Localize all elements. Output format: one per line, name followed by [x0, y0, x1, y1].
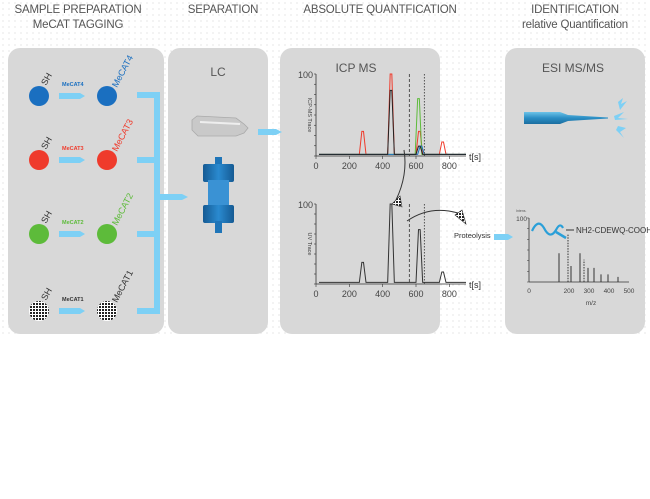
thiol-sh-label-3: SH — [39, 209, 54, 225]
tagged-protein-4 — [97, 301, 117, 321]
reagent-label-3: MeCAT2 — [62, 220, 84, 226]
tagging-arrow-4 — [59, 308, 85, 314]
header-sample-prep: SAMPLE PREPARATION MeCAT TAGGING — [8, 3, 148, 33]
tagged-label-4: MeCAT1 — [110, 268, 135, 303]
tagging-arrow-3 — [59, 231, 85, 237]
y-max-label: 100 — [298, 70, 313, 80]
x-tick-label: 200 — [342, 161, 357, 171]
tagged-label-3: MeCAT2 — [110, 191, 135, 226]
bracket-arrow-to-lc — [160, 194, 188, 200]
x-tick-label: 0 — [313, 161, 318, 171]
peptide-tag-icon — [555, 230, 567, 240]
arrow-head-uv-to-proteolysis — [454, 209, 467, 225]
ms-y-axis-label: Intens. — [516, 209, 527, 213]
panel-identification — [505, 48, 645, 334]
lc-label: LC — [210, 65, 226, 79]
thiol-protein-3 — [29, 224, 49, 244]
tagged-protein-2 — [97, 150, 117, 170]
y-axis-label: UV Trace — [306, 233, 312, 256]
x-unit-label: t[s] — [469, 280, 481, 290]
x-tick-label: 200 — [342, 289, 357, 299]
x-tick-label: 600 — [408, 289, 423, 299]
x-tick-label: 400 — [375, 161, 390, 171]
arrow-icp-to-uv — [395, 149, 406, 201]
ms-x-tick-label: 0 — [527, 288, 531, 295]
thiol-sh-label-4: SH — [39, 286, 54, 302]
lc-column-icon — [203, 157, 234, 233]
ms-x-tick-label: 300 — [584, 288, 595, 295]
x-tick-label: 400 — [375, 289, 390, 299]
tagged-label-2: MeCAT3 — [110, 117, 135, 152]
ms-x-axis-label: m/z — [586, 300, 596, 307]
tagged-protein-3 — [97, 224, 117, 244]
x-unit-label: t[s] — [469, 152, 481, 162]
icp-ms-chart: 100 0 200 400 600 800 t[s] ICP-MS Trace — [298, 70, 481, 171]
trace-mecat4 — [319, 145, 466, 155]
tagged-protein-1 — [97, 86, 117, 106]
icp-ms-label: ICP MS — [335, 61, 376, 75]
peptide-chain-icon — [531, 222, 564, 236]
ms-x-tick-label: 500 — [624, 288, 635, 295]
reagent-label-2: MeCAT3 — [62, 146, 84, 152]
header-identification: IDENTIFICATION relative Quantification — [500, 3, 650, 33]
proteolysis-label: Proteolysis — [454, 231, 491, 240]
arrow-lc-to-icp — [258, 129, 282, 135]
esi-msms-label: ESI MS/MS — [542, 61, 604, 75]
msms-spectrum-chart: Intens. 100 0 200 300 400 500 m/z — [516, 209, 635, 307]
header-identification-line2: relative Quantification — [522, 19, 628, 31]
panel-absolute-quant — [280, 48, 440, 334]
reagent-label-1: MeCAT4 — [62, 82, 85, 88]
peptide-sequence: NH2-CDEWQ-COOH — [576, 226, 650, 235]
thiol-protein-4 — [29, 301, 49, 321]
header-identification-line1: IDENTIFICATION — [531, 4, 619, 16]
tagging-arrow-2 — [59, 157, 85, 163]
ms-y-max-label: 100 — [516, 216, 527, 223]
x-tick-label: 800 — [442, 289, 457, 299]
tagging-arrow-1 — [59, 93, 85, 99]
header-absolute-quant: ABSOLUTE QUANTFICATION — [303, 4, 457, 16]
y-max-label: 100 — [298, 200, 313, 210]
arrow-proteolysis-to-msms — [494, 234, 513, 240]
thiol-sh-label-2: SH — [39, 135, 54, 151]
lc-precolumn-icon — [191, 115, 249, 137]
thiol-protein-2 — [29, 150, 49, 170]
header-sample-prep-line2: MeCAT TAGGING — [32, 19, 124, 31]
ms-x-tick-label: 200 — [564, 288, 575, 295]
ms-x-tick-label: 400 — [604, 288, 615, 295]
reagent-label-4: MeCAT1 — [62, 297, 84, 303]
y-axis-label: ICP-MS Trace — [306, 98, 312, 133]
x-tick-label: 600 — [408, 161, 423, 171]
collector-bracket — [137, 92, 188, 314]
header-separation: SEPARATION — [187, 4, 259, 16]
thiol-protein-1 — [29, 86, 49, 106]
arrow-head-icp-to-uv — [391, 195, 403, 208]
arrow-uv-to-proteolysis — [406, 209, 459, 222]
uv-trace-chart: 100 0 200 400 600 800 t[s] UV Trace — [298, 200, 481, 299]
thiol-sh-label-1: SH — [39, 71, 54, 87]
trace-uv — [319, 203, 466, 283]
x-tick-label: 0 — [313, 289, 318, 299]
tagged-label-1: MeCAT4 — [110, 53, 135, 88]
esi-emitter-icon — [524, 98, 628, 138]
header-sample-prep-line1: SAMPLE PREPARATION — [14, 4, 142, 16]
x-tick-label: 800 — [442, 161, 457, 171]
trace-mecat1 — [319, 89, 466, 155]
